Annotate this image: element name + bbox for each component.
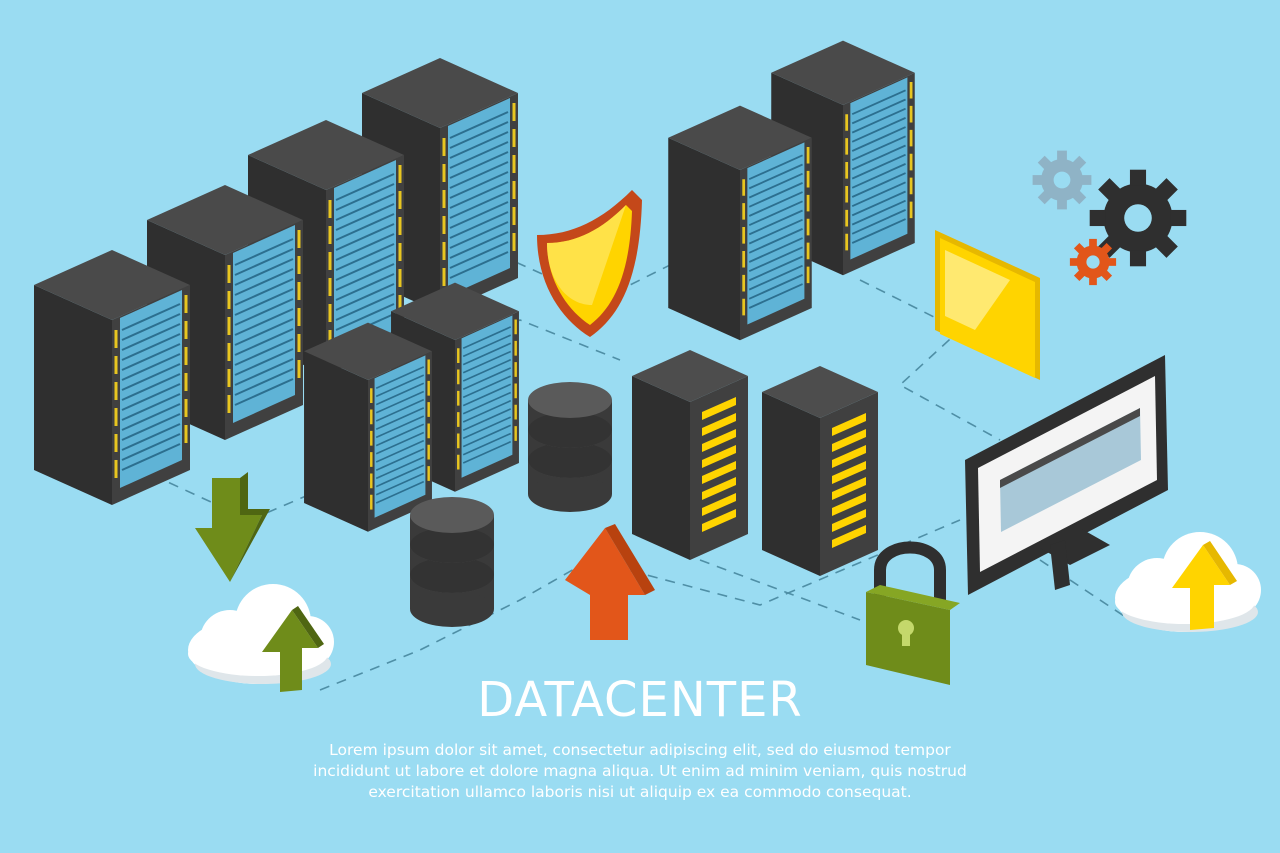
description-line: exercitation ullamco laboris nisi ut ali… bbox=[368, 783, 912, 801]
description-line: Lorem ipsum dolor sit amet, consectetur … bbox=[329, 741, 951, 759]
server-rack-icon bbox=[666, 39, 917, 342]
cloud-upload-icon bbox=[1115, 532, 1261, 632]
server-rack-icon bbox=[32, 56, 521, 533]
download-arrow-icon bbox=[195, 472, 270, 582]
description-line: incididunt ut labore et dolore magna ali… bbox=[313, 762, 967, 780]
description-text: Lorem ipsum dolor sit amet, consectetur … bbox=[290, 740, 990, 803]
shield-icon bbox=[537, 190, 642, 337]
padlock-icon bbox=[866, 541, 960, 685]
monitor-icon bbox=[965, 355, 1168, 595]
folder-icon bbox=[935, 230, 1040, 380]
cloud-upload-icon bbox=[188, 584, 334, 692]
page-title: DATACENTER bbox=[477, 672, 803, 728]
upload-arrow-icon bbox=[565, 524, 655, 640]
server-rack-icon bbox=[632, 350, 878, 576]
gears-icon bbox=[1032, 150, 1187, 286]
